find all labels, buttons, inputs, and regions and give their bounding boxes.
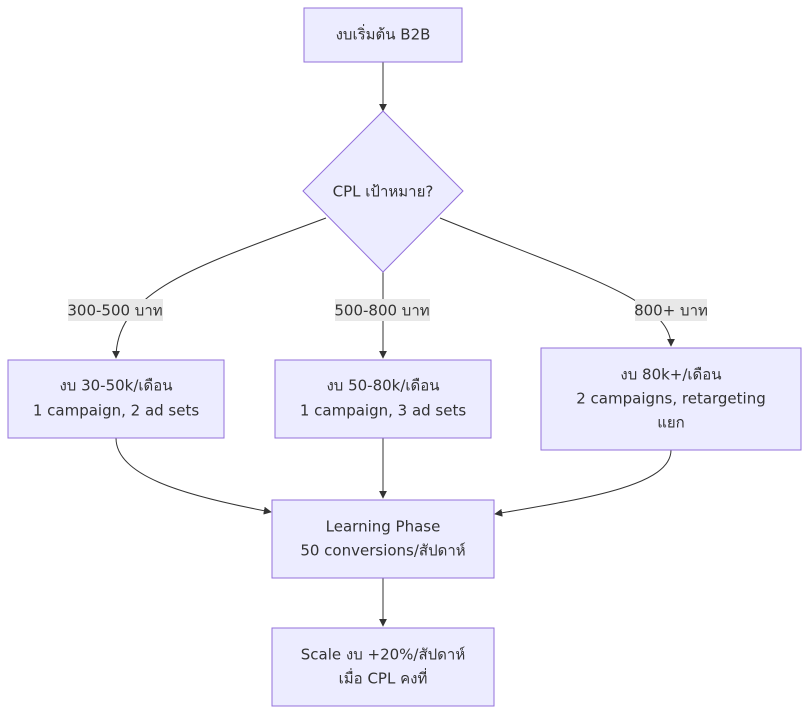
node-learning-phase: Learning Phase 50 conversions/สัปดาห์ xyxy=(271,499,495,579)
node-learning-line2: 50 conversions/สัปดาห์ xyxy=(300,542,465,560)
node-high-line1: งบ 80k+/เดือน xyxy=(620,366,721,384)
node-high-budget: งบ 80k+/เดือน 2 campaigns, retargeting แ… xyxy=(540,347,802,451)
node-learning-line1: Learning Phase xyxy=(326,518,441,536)
node-scale: Scale งบ +20%/สัปดาห์ เมื่อ CPL คงที่ xyxy=(271,627,495,707)
node-high-line3: แยก xyxy=(657,414,685,432)
node-scale-line2: เมื่อ CPL คงที่ xyxy=(339,668,428,688)
node-mid-line2: 1 campaign, 3 ad sets xyxy=(300,402,467,420)
node-mid-budget: งบ 50-80k/เดือน 1 campaign, 3 ad sets xyxy=(274,359,492,439)
edge-decision-to-low xyxy=(112,217,327,359)
edge-label-mid-text: 500-800 บาท xyxy=(334,302,429,320)
node-start: งบเริ่มต้น B2B xyxy=(303,7,463,63)
node-low-line1: งบ 30-50k/เดือน xyxy=(59,377,172,395)
node-high-line2: 2 campaigns, retargeting xyxy=(576,390,766,408)
edge-label-low: 300-500 บาท xyxy=(67,299,163,321)
edge-label-high: 800+ บาท xyxy=(634,299,708,321)
edge-label-high-text: 800+ บาท xyxy=(634,302,708,320)
edge-low-to-learning xyxy=(115,437,272,515)
node-mid-line1: งบ 50-80k/เดือน xyxy=(326,377,439,395)
node-low-line2: 1 campaign, 2 ad sets xyxy=(33,402,200,420)
edge-label-mid: 500-800 บาท xyxy=(334,299,430,321)
node-low-budget: งบ 30-50k/เดือน 1 campaign, 2 ad sets xyxy=(7,359,225,439)
edge-high-to-learning xyxy=(494,449,672,517)
edge-label-low-text: 300-500 บาท xyxy=(67,302,162,320)
node-decision-label: CPL เป้าหมาย? xyxy=(333,183,434,201)
edge-decision-to-high xyxy=(439,217,675,347)
node-scale-line1: Scale งบ +20%/สัปดาห์ xyxy=(301,646,465,664)
node-start-label: งบเริ่มต้น B2B xyxy=(336,24,431,44)
node-decision: CPL เป้าหมาย? xyxy=(302,110,464,273)
